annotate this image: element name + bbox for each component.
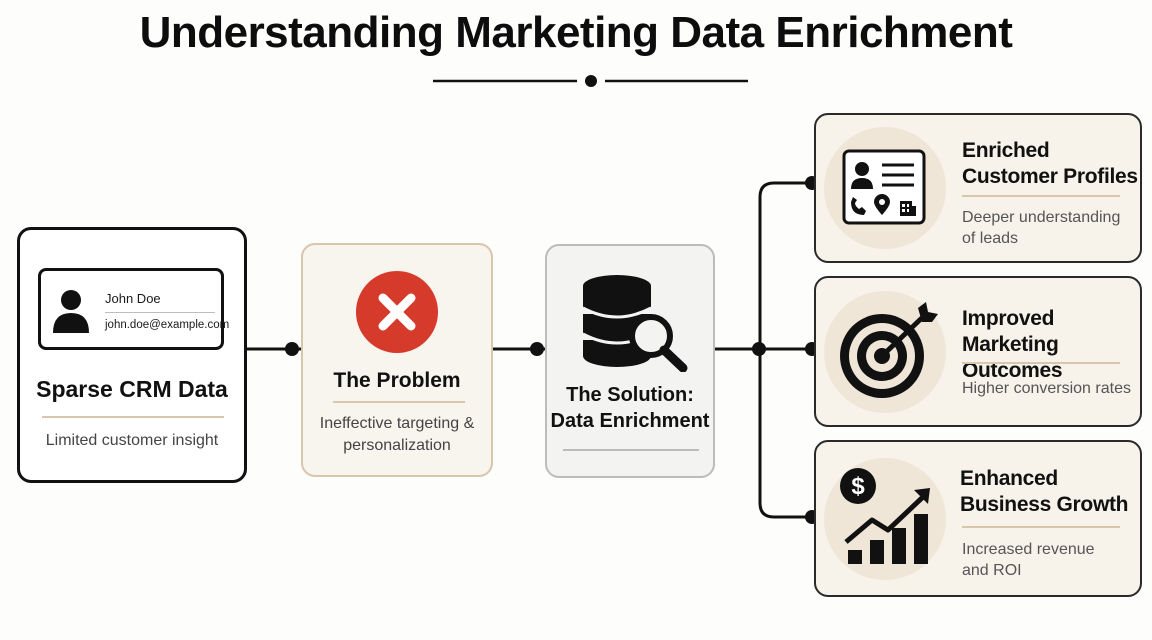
outcome-card-enriched-profiles: Enriched Customer Profiles Deeper unders… [814, 113, 1142, 263]
error-x-icon [356, 271, 438, 353]
profile-divider [105, 312, 215, 313]
profile-email: john.doe@example.com [105, 319, 230, 331]
outcome-divider [962, 362, 1120, 364]
connector-dot [752, 342, 766, 356]
page-title: Understanding Marketing Data Enrichment [139, 8, 1013, 57]
problem-description: Ineffective targeting & personalization [319, 415, 475, 454]
problem-card: The Problem Ineffective targeting & pers… [301, 243, 493, 477]
growth-chart-icon: $ [840, 468, 930, 564]
connector-dot [530, 342, 544, 356]
problem-title: The Problem [333, 369, 461, 392]
outcome-description: Increased revenue and ROI [962, 541, 1095, 579]
outcome-card-marketing-outcomes: Improved Marketing Outcomes Higher conve… [814, 276, 1142, 427]
sparse-crm-title: Sparse CRM Data [36, 376, 228, 402]
database-search-icon [582, 275, 688, 372]
profile-card: John Doe john.doe@example.com [38, 268, 229, 350]
profile-name: John Doe [105, 291, 161, 306]
outcome-card-business-growth: $ Enhanced Business Growth Increased rev… [814, 440, 1142, 597]
sparse-crm-divider [42, 416, 224, 418]
outcome-title: Enhanced Business Growth [960, 467, 1129, 516]
sparse-crm-card: John Doe john.doe@example.com Sparse CRM… [17, 227, 247, 483]
solution-title: The Solution: Data Enrichment [550, 384, 710, 432]
target-icon [840, 302, 938, 398]
problem-divider [333, 401, 465, 403]
title-divider [433, 75, 748, 87]
outcome-description: Deeper understanding of leads [962, 209, 1121, 247]
svg-text:$: $ [851, 473, 865, 500]
outcome-description: Higher conversion rates [962, 380, 1131, 397]
outcome-title: Enriched Customer Profiles [962, 139, 1138, 188]
solution-card: The Solution: Data Enrichment [545, 244, 715, 478]
sparse-crm-description: Limited customer insight [45, 432, 219, 449]
outcome-divider [962, 526, 1120, 528]
outcome-title: Improved Marketing Outcomes [962, 307, 1063, 382]
solution-divider [563, 449, 699, 451]
outcome-divider [962, 195, 1120, 197]
contact-card-icon [842, 149, 926, 225]
user-icon [53, 290, 89, 333]
connector-dot [285, 342, 299, 356]
